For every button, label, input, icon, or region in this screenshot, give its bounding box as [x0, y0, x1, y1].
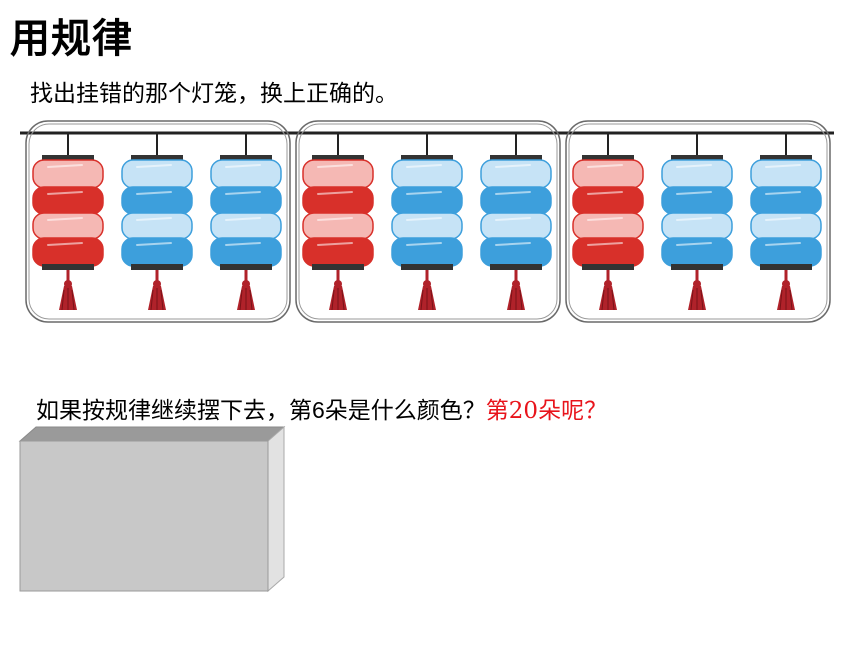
- group-frame: [25, 120, 291, 323]
- red-lantern: [302, 133, 374, 311]
- question-part-1: 如果按规律继续摆下去，第: [36, 398, 312, 424]
- red-lantern: [572, 133, 644, 311]
- question-part-2: 朵是什么颜色？: [324, 398, 486, 424]
- red-lantern: [32, 133, 104, 311]
- answer-box: [18, 425, 286, 593]
- question-text: 如果按规律继续摆下去，第6朵是什么颜色？第20朵呢？: [36, 391, 607, 425]
- answer-box-side: [267, 425, 285, 593]
- group-frame-inner: [298, 123, 558, 320]
- group-frame: [295, 120, 561, 323]
- answer-box-front: [19, 440, 269, 592]
- question-followup: 第20朵呢？: [485, 398, 608, 424]
- blue-lantern: [661, 133, 733, 311]
- blue-lantern: [210, 133, 282, 311]
- group-frame: [565, 120, 831, 323]
- instruction-text: 找出挂错的那个灯笼，换上正确的。: [30, 81, 398, 107]
- group-frame-inner: [568, 123, 828, 320]
- blue-lantern: [391, 133, 463, 311]
- blue-lantern: [750, 133, 822, 311]
- lantern-group: [295, 120, 561, 323]
- lantern-illustration: [20, 120, 834, 323]
- question-number: 6: [312, 397, 325, 423]
- lantern-group: [565, 120, 831, 323]
- blue-lantern: [121, 133, 193, 311]
- answer-box-top: [18, 426, 286, 442]
- lantern-group: [25, 120, 291, 323]
- group-frame-inner: [28, 123, 288, 320]
- page-title: 用规律: [10, 16, 133, 62]
- blue-lantern: [480, 133, 552, 311]
